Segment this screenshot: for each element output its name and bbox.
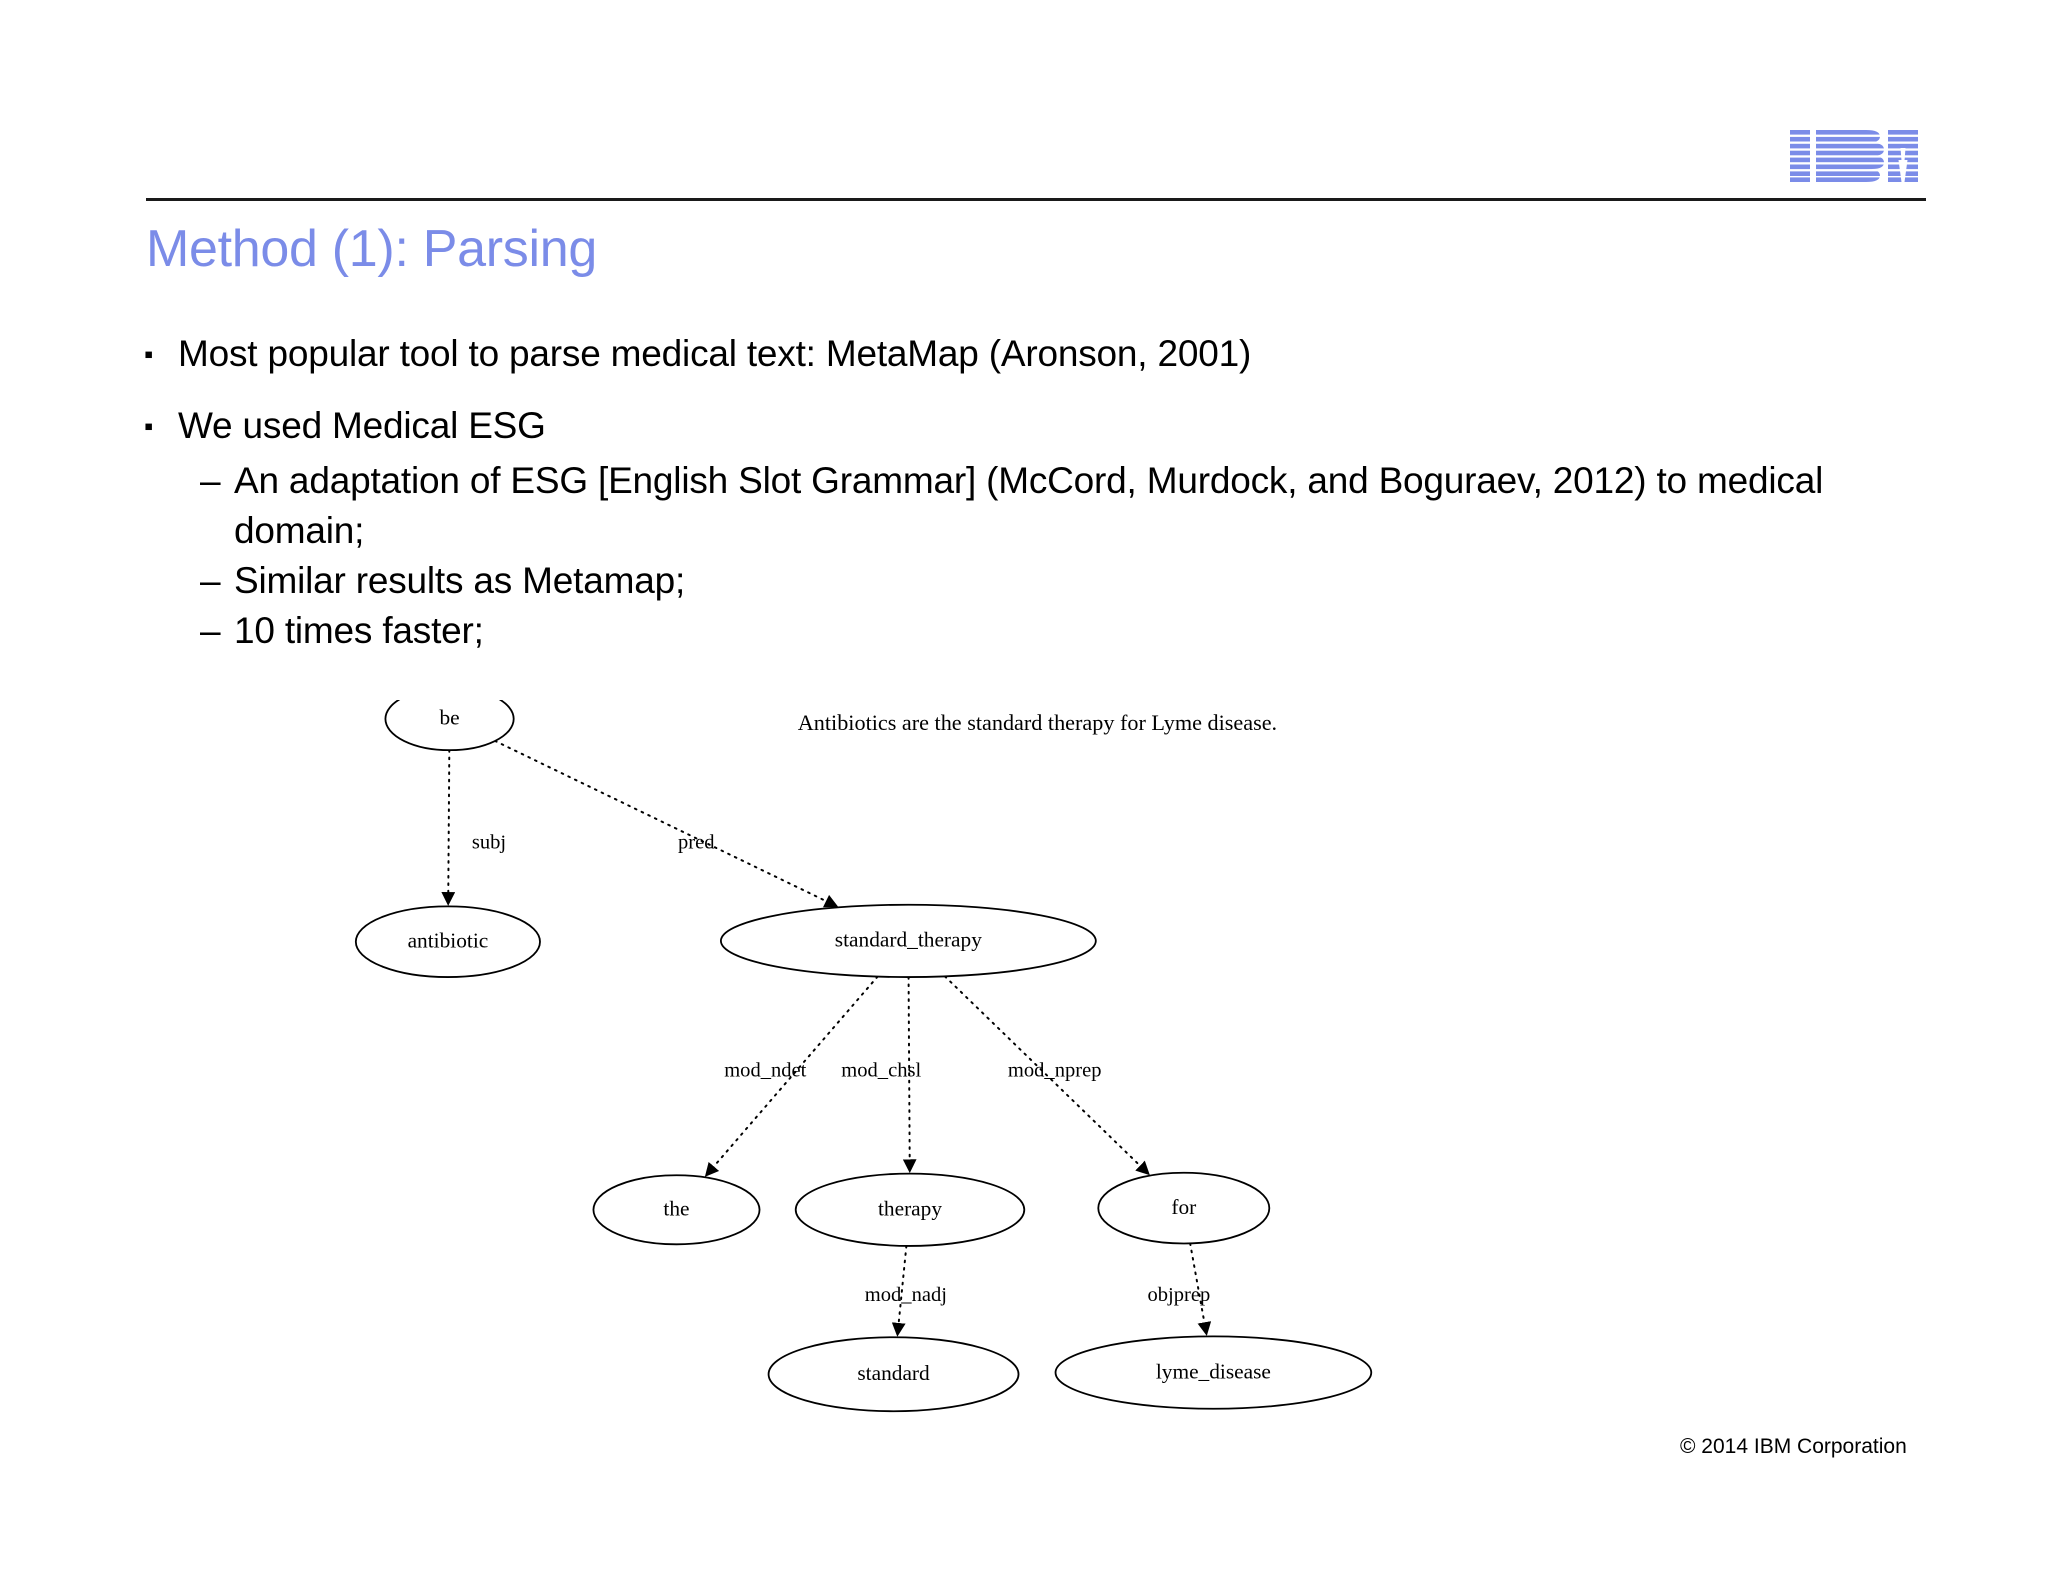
edge-label-objprep: objprep — [1147, 1284, 1210, 1306]
tree-node-standard: standard — [767, 1336, 1020, 1413]
sub-bullet-item: – An adaptation of ESG [English Slot Gra… — [142, 456, 1942, 556]
dash-bullet-icon: – — [200, 610, 221, 651]
page-title: Method (1): Parsing — [146, 220, 597, 278]
node-shape — [592, 1174, 761, 1246]
node-label: therapy — [878, 1197, 942, 1221]
sub-bullet-list: – An adaptation of ESG [English Slot Gra… — [142, 456, 1942, 656]
header-divider — [146, 198, 1926, 201]
tree-edge-mod_nadj — [891, 1244, 908, 1337]
tree-edge-mod_ndet — [704, 975, 879, 1177]
edge-label-mod_nprep: mod_nprep — [1008, 1059, 1102, 1081]
bullet-text: We used Medical ESG — [178, 405, 546, 446]
sub-bullet-item: – 10 times faster; — [142, 606, 1942, 656]
sub-bullet-text: 10 times faster; — [234, 610, 484, 651]
edge-label-pred: pred — [678, 832, 715, 854]
ibm-logo — [1788, 130, 1918, 182]
square-bullet-icon: ▪ — [144, 339, 154, 369]
node-shape — [1097, 1171, 1271, 1245]
tree-edges: subj pred mod_ndet mod_chsl mod_nprep mod_nad… — [441, 739, 1212, 1337]
tree-node-standard_therapy: standard_therapy — [719, 903, 1097, 978]
edge-label-mod_ndet: mod_ndet — [724, 1059, 806, 1081]
edge-label-mod_nadj: mod_nadj — [865, 1284, 947, 1306]
tree-edge-mod_chsl — [902, 976, 917, 1174]
sub-bullet-text: Similar results as Metamap; — [234, 560, 686, 601]
node-shape — [354, 905, 541, 978]
node-label: standard_therapy — [835, 928, 982, 952]
node-shape — [384, 700, 515, 752]
bullet-text: Most popular tool to parse medical text:… — [178, 333, 1252, 374]
example-sentence: Antibiotics are the standard therapy for… — [798, 710, 1277, 735]
tree-node-be: be — [384, 700, 515, 752]
node-label: for — [1171, 1195, 1196, 1219]
node-shape — [794, 1172, 1026, 1247]
dash-bullet-icon: – — [200, 460, 221, 501]
tree-edge-mod_nprep — [943, 975, 1150, 1176]
node-label: be — [439, 706, 459, 730]
copyright-notice: © 2014 IBM Corporation — [1680, 1435, 1907, 1458]
node-shape — [767, 1336, 1020, 1413]
node-label: antibiotic — [408, 928, 489, 952]
node-shape — [719, 903, 1097, 978]
edge-label-subj: subj — [472, 832, 506, 854]
tree-node-the: the — [592, 1174, 761, 1246]
tree-node-for: for — [1097, 1171, 1271, 1245]
node-shape — [1054, 1335, 1373, 1410]
slide-body: ▪ Most popular tool to parse medical tex… — [142, 330, 1942, 656]
dash-bullet-icon: – — [200, 560, 221, 601]
edge-label-mod_chsl: mod_chsl — [841, 1059, 921, 1081]
bullet-item: ▪ Most popular tool to parse medical tex… — [142, 330, 1942, 378]
square-bullet-icon: ▪ — [144, 411, 154, 441]
tree-node-antibiotic: antibiotic — [354, 905, 541, 978]
tree-node-lyme_disease: lyme_disease — [1054, 1335, 1373, 1410]
sub-bullet-item: – Similar results as Metamap; — [142, 556, 1942, 606]
bullet-item: ▪ We used Medical ESG — [142, 402, 1942, 450]
tree-edge-subj — [441, 749, 456, 906]
node-label: the — [663, 1197, 689, 1221]
tree-edge-pred — [494, 739, 839, 908]
tree-node-therapy: therapy — [794, 1172, 1026, 1247]
esg-parse-tree-figure: subj pred mod_ndet mod_chsl mod_nprep mod_nad… — [330, 700, 1490, 1440]
tree-edge-objprep — [1189, 1242, 1212, 1336]
node-label: lyme_disease — [1156, 1359, 1271, 1383]
node-label: standard — [857, 1361, 930, 1385]
sub-bullet-text: An adaptation of ESG [English Slot Gramm… — [234, 460, 1824, 551]
